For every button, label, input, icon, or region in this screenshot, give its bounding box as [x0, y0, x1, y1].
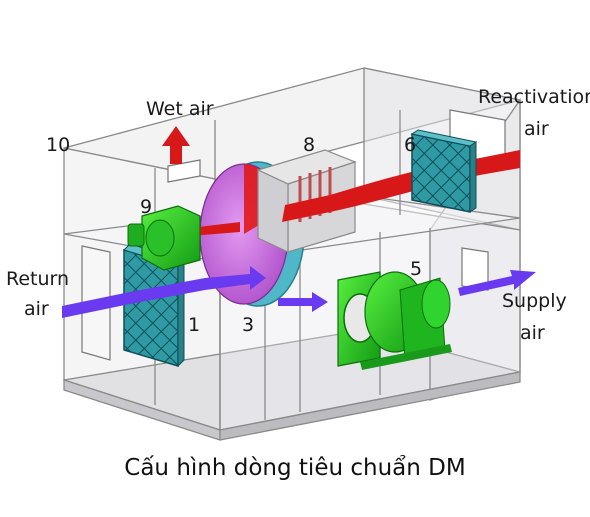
reactivation-filter — [410, 129, 478, 213]
reactivation-label-line2: air — [524, 118, 549, 140]
part-number-6: 6 — [404, 134, 417, 156]
supply-air-arrow — [458, 270, 536, 296]
diagram-caption: Cấu hình dòng tiêu chuẩn DM — [124, 455, 466, 481]
supply-fan — [337, 271, 452, 370]
wet-air-label: Wet air — [146, 98, 214, 120]
wet-opening — [167, 159, 201, 183]
supply-opening — [461, 247, 489, 291]
supply-label-line1: Supply — [502, 290, 567, 312]
return-air-arrow — [62, 266, 266, 318]
return-label-line1: Return — [6, 268, 70, 290]
part-number-5: 5 — [410, 258, 423, 280]
process-air-arrow — [278, 292, 328, 312]
wet-air-arrow — [162, 126, 190, 164]
part-number-9: 9 — [140, 196, 153, 218]
part-number-1: 1 — [188, 314, 201, 336]
part-number-3: 3 — [242, 314, 255, 336]
supply-label-line2: air — [520, 322, 545, 344]
red-air-to-fan — [176, 222, 240, 242]
part-number-10: 10 — [46, 134, 71, 156]
reactivation-fan — [127, 205, 201, 271]
reactivation-label-line1: Reactivation — [478, 86, 590, 108]
part-number-8: 8 — [303, 134, 316, 156]
return-label-line2: air — [24, 298, 49, 320]
